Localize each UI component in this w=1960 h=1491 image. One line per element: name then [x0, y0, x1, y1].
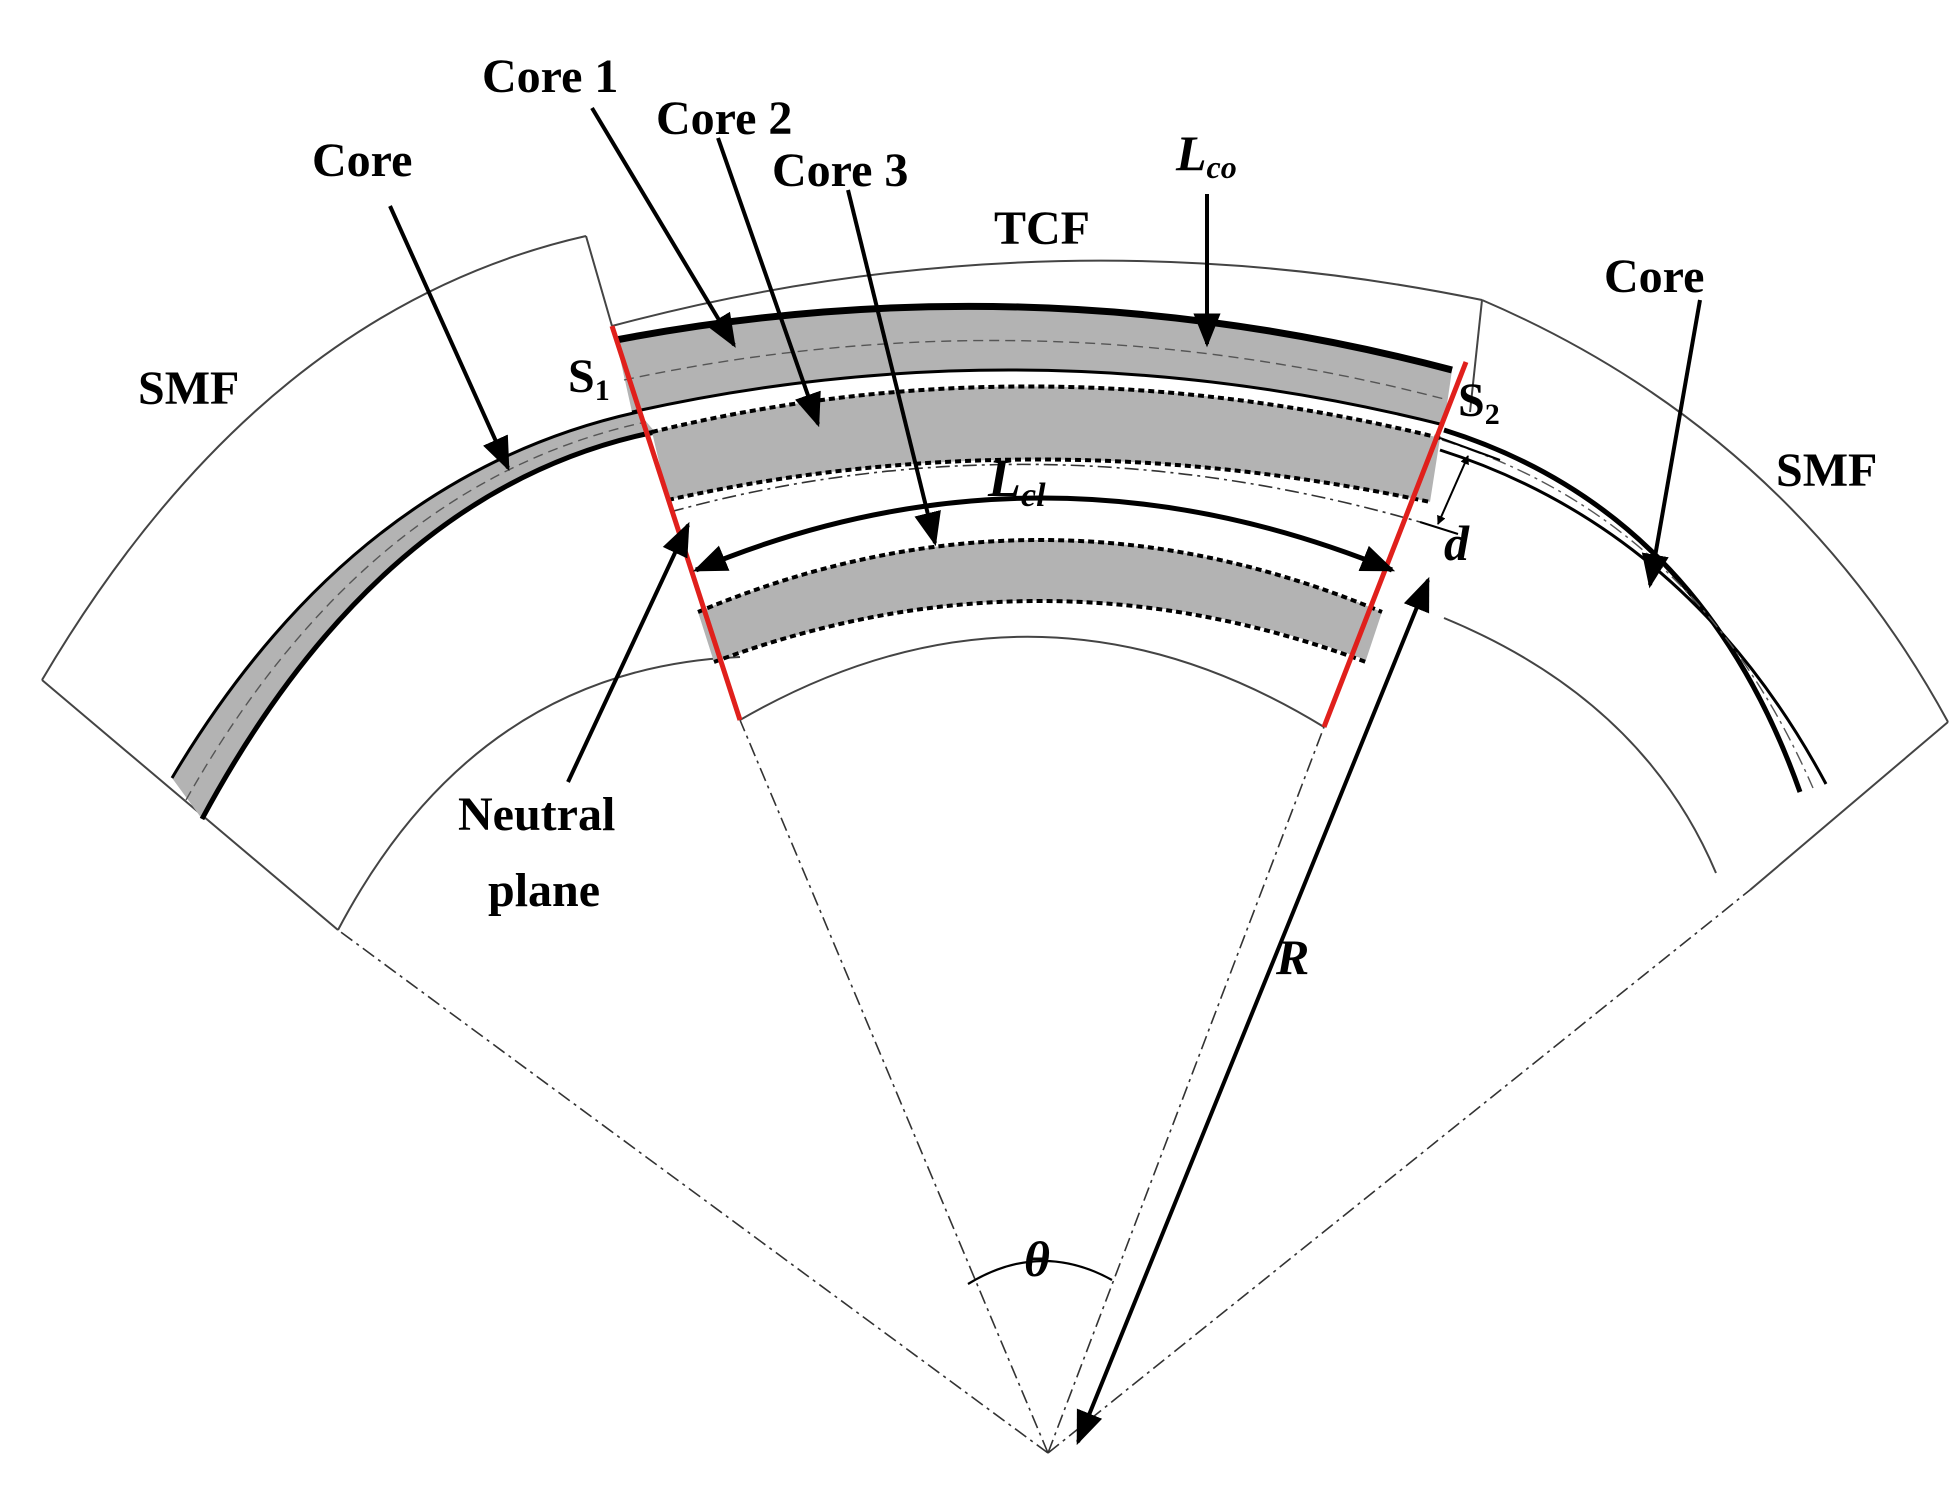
labels: Core 1 Core 2 Core 3 Core TCF Lco Core S…: [138, 50, 1877, 1287]
arrow-core-2: [716, 137, 821, 428]
core-3-band: [697, 538, 1383, 664]
radial-line-left-smf: [337, 929, 1049, 1454]
label-core-right: Core: [1604, 250, 1704, 303]
label-smf-left: SMF: [138, 362, 239, 415]
label-core-left: Core: [312, 134, 412, 187]
label-l-co: Lco: [1175, 125, 1237, 185]
theta-arc: [967, 1259, 1113, 1285]
left-smf-core: [170, 410, 656, 821]
arrow-core-3: [846, 189, 941, 547]
label-tcf: TCF: [994, 202, 1090, 255]
label-r: R: [1275, 929, 1309, 985]
right-smf-core: [1439, 427, 1828, 793]
label-s2: S2: [1458, 374, 1500, 431]
label-core-3: Core 3: [772, 144, 908, 197]
l-cl-arrow: [692, 495, 1396, 573]
arrow-neutral-plane: [566, 521, 690, 783]
radial-line-right-smf: [1047, 889, 1751, 1454]
label-theta: θ: [1024, 1231, 1050, 1287]
d-dimension: [1419, 437, 1501, 535]
left-smf: [41, 235, 741, 931]
pointer-arrows: [388, 106, 1702, 1446]
label-core-2: Core 2: [656, 92, 792, 145]
radial-line-s2: [1047, 726, 1325, 1454]
radial-line-s1: [739, 719, 1049, 1454]
label-neutral: Neutral: [458, 788, 615, 841]
label-smf-right: SMF: [1776, 444, 1877, 497]
arrow-core-right: [1641, 299, 1702, 589]
right-smf: [1443, 299, 1949, 891]
label-plane: plane: [488, 864, 600, 917]
arrow-core-left: [388, 205, 510, 472]
arrow-core-1: [590, 106, 736, 348]
label-l-cl: Lcl: [987, 448, 1046, 514]
label-d: d: [1444, 515, 1470, 571]
arrow-radius-r: [1076, 576, 1430, 1446]
core-2-band: [651, 384, 1441, 504]
label-core-1: Core 1: [482, 50, 618, 103]
core-1-band: [615, 302, 1453, 427]
label-s1: S1: [568, 350, 610, 407]
